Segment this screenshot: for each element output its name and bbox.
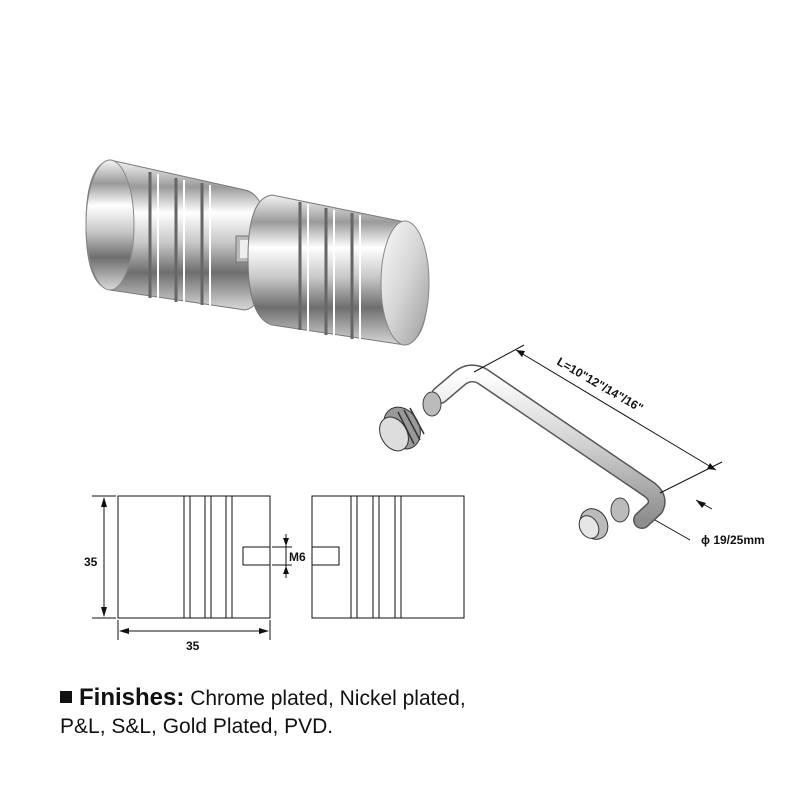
square-bullet-icon [60, 691, 72, 703]
left-knob [85, 159, 269, 311]
finishes-text-line1: Chrome plated, Nickel plated, [190, 687, 466, 710]
length-dimension: L=10"12"/14"/16" [473, 344, 723, 494]
finishes-note: Finishes: Chrome plated, Nickel plated, … [60, 684, 780, 741]
height-label: 35 [84, 555, 98, 569]
knob-photo [85, 159, 430, 346]
width-label: 35 [186, 639, 200, 653]
diameter-dimension: ϕ 19/25mm [654, 499, 765, 547]
handle-bottom-knob [578, 497, 630, 540]
height-dimension [92, 495, 116, 619]
left-thread-hole [242, 546, 271, 566]
width-dimension [117, 620, 271, 640]
pull-handle-illustration: L=10"12"/14"/16" ϕ 19/25mm [379, 344, 765, 547]
left-part-outline [117, 495, 271, 619]
right-part-outline [311, 495, 465, 619]
diameter-label: ϕ 19/25mm [701, 533, 765, 547]
thread-label: M6 [289, 550, 306, 564]
thread-dimension [272, 534, 292, 578]
right-knob [247, 194, 430, 346]
finishes-line-1: Finishes: Chrome plated, Nickel plated, [60, 684, 780, 713]
handle-top-knob [379, 391, 442, 452]
finishes-text-line2: P&L, S&L, Gold Plated, PVD. [60, 715, 334, 738]
right-thread-hole [311, 546, 340, 566]
length-label: L=10"12"/14"/16" [555, 354, 646, 415]
technical-drawing [92, 495, 465, 640]
finishes-label: Finishes: [79, 684, 185, 711]
